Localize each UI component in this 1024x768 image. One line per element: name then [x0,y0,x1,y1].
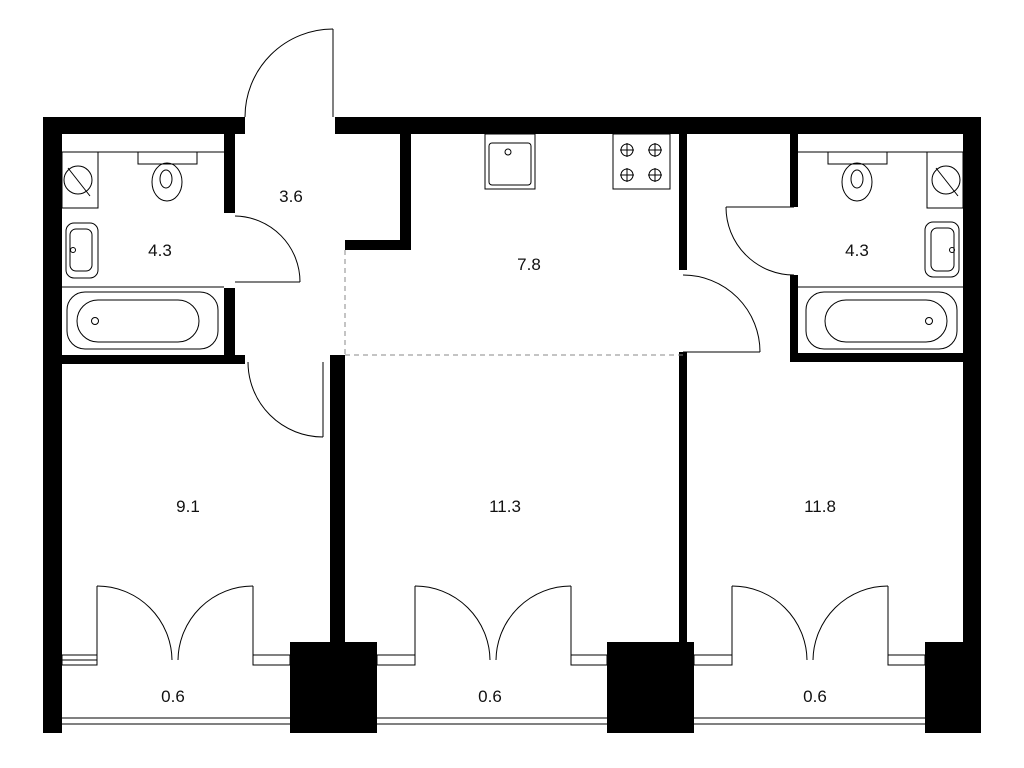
kitchen-door [682,274,761,353]
stove-icon [612,133,671,190]
bathtub-icon [805,291,958,350]
entry-door [244,28,334,118]
room-area-bathroom-left: 4.3 [148,241,172,260]
fixtures [61,133,964,350]
bedroom-left-door [247,361,324,438]
balcony-rail [62,659,925,725]
room-area-living-room: 11.3 [489,497,521,516]
toilet-icon [827,151,888,202]
room-area-hallway: 3.6 [279,187,303,206]
room-area-balcony-middle: 0.6 [478,687,502,706]
bath-right-door [725,206,795,276]
room-area-bedroom-right: 11.8 [804,497,836,516]
room-area-bathroom-right: 4.3 [845,241,869,260]
bathtub-icon [66,291,219,350]
balcony-door-1 [61,585,291,666]
room-area-balcony-right: 0.6 [803,687,827,706]
sink-icon [924,221,960,278]
boiler-icon [926,151,964,209]
zone-dividers [344,250,683,356]
sink-icon [65,222,99,279]
room-area-balcony-left: 0.6 [161,687,185,706]
room-area-kitchen: 7.8 [517,255,541,274]
balcony-door-3 [693,585,926,666]
boiler-icon [61,151,99,209]
kitchen-sink-icon [484,133,536,190]
room-area-bedroom-left: 9.1 [176,497,200,516]
toilet-icon [137,151,198,202]
doors [61,28,926,666]
balcony-door-2 [376,585,608,666]
bath-left-door [234,215,301,283]
walls [43,117,981,733]
